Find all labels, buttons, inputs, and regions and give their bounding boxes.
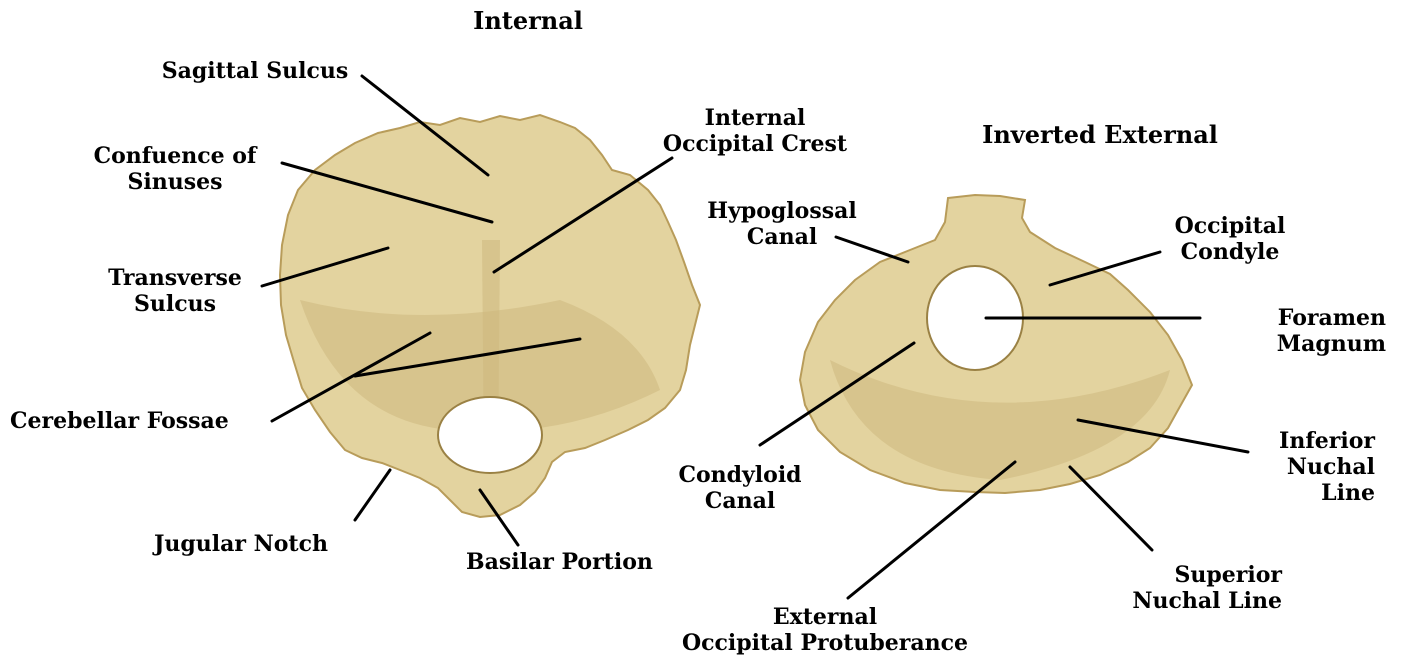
title-inverted-external: Inverted External xyxy=(940,122,1260,148)
foramen-magnum-internal xyxy=(438,397,542,473)
label-condyloid-canal: Condyloid Canal xyxy=(660,462,820,514)
label-superior-nuchal-line: Superior Nuchal Line xyxy=(1100,562,1282,614)
label-foramen-line2: Magnum xyxy=(1200,331,1386,357)
label-foramen-magnum: Foramen Magnum xyxy=(1200,305,1386,357)
label-jugular-notch: Jugular Notch xyxy=(154,531,328,557)
label-internal-crest-line2: Occipital Crest xyxy=(640,131,870,157)
label-occipital-condyle-line2: Condyle xyxy=(1150,239,1310,265)
label-occipital-condyle-line1: Occipital xyxy=(1150,213,1310,239)
label-inferior-nuchal-line1: Inferior xyxy=(1240,428,1375,454)
label-transverse-line1: Transverse xyxy=(90,265,260,291)
label-external-protuberance-line2: Occipital Protuberance xyxy=(660,630,990,656)
label-internal-occipital-crest: Internal Occipital Crest xyxy=(640,105,870,157)
label-confluence-line2: Sinuses xyxy=(70,169,280,195)
label-foramen-line1: Foramen xyxy=(1200,305,1386,331)
label-superior-nuchal-line1: Superior xyxy=(1100,562,1282,588)
label-basilar-portion: Basilar Portion xyxy=(466,549,653,575)
label-transverse-line2: Sulcus xyxy=(90,291,260,317)
label-inferior-nuchal-line: Inferior Nuchal Line xyxy=(1240,428,1375,506)
label-internal-crest-line1: Internal xyxy=(640,105,870,131)
internal-occipital-bone xyxy=(280,115,700,517)
label-condyloid-line1: Condyloid xyxy=(660,462,820,488)
label-transverse-sulcus: Transverse Sulcus xyxy=(90,265,260,317)
label-hypoglossal-line2: Canal xyxy=(682,224,882,250)
label-external-occipital-protuberance: External Occipital Protuberance xyxy=(660,604,990,656)
label-inferior-nuchal-line2: Nuchal xyxy=(1240,454,1375,480)
label-sagittal-sulcus: Sagittal Sulcus xyxy=(130,58,380,84)
label-cerebellar-fossae: Cerebellar Fossae xyxy=(10,408,229,434)
label-condyloid-line2: Canal xyxy=(660,488,820,514)
label-occipital-condyle: Occipital Condyle xyxy=(1150,213,1310,265)
label-hypoglossal-line1: Hypoglossal xyxy=(682,198,882,224)
leader-jugular-notch xyxy=(355,470,390,520)
title-internal: Internal xyxy=(428,8,628,34)
label-superior-nuchal-line2: Nuchal Line xyxy=(1100,588,1282,614)
label-confluence-line1: Confuence of xyxy=(70,143,280,169)
label-confluence-of-sinuses: Confuence of Sinuses xyxy=(70,143,280,195)
label-inferior-nuchal-line3: Line xyxy=(1240,480,1375,506)
label-external-protuberance-line1: External xyxy=(660,604,990,630)
label-hypoglossal-canal: Hypoglossal Canal xyxy=(682,198,882,250)
leader-superior-nuchal xyxy=(1070,467,1152,550)
